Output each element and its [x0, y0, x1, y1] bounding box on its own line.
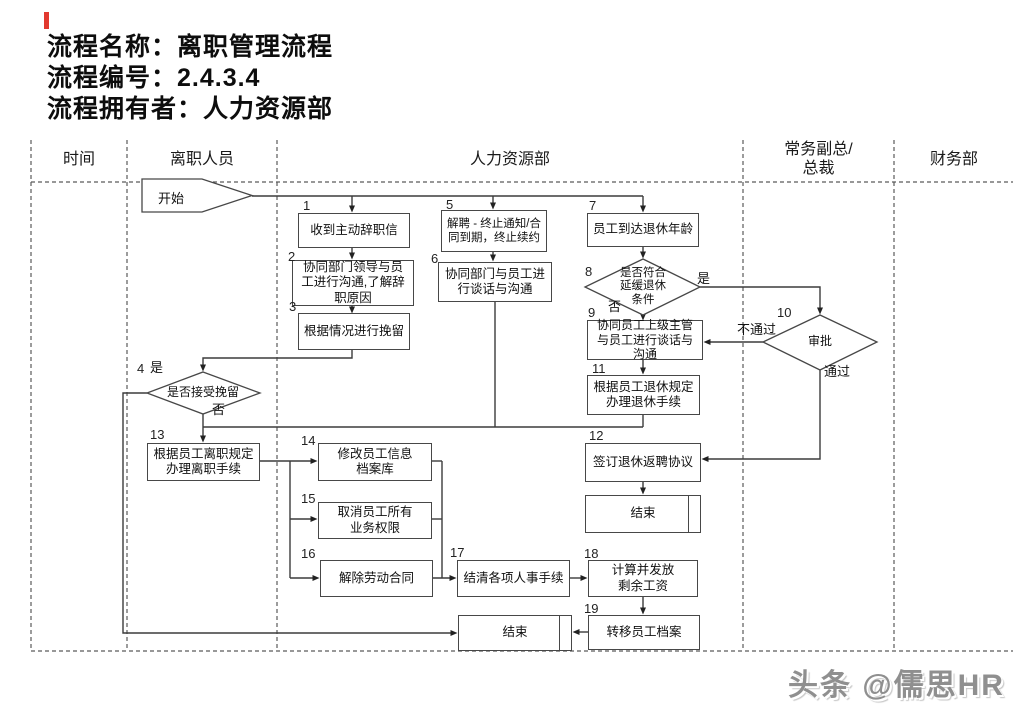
step-number-9: 9	[588, 305, 596, 320]
process-name-line: 流程名称：离职管理流程	[47, 33, 334, 61]
end-node-lower: 结束	[458, 615, 572, 651]
step-number-5: 5	[446, 197, 454, 212]
step-number-10: 10	[777, 305, 792, 320]
flow-node-14: 修改员工信息档案库	[318, 443, 432, 481]
edge-label-d10-pass: 通过	[824, 364, 851, 379]
flow-connectors	[122, 195, 823, 636]
lane-header-leaver: 离职人员	[169, 151, 234, 168]
red-accent-mark	[44, 12, 49, 29]
end-node-lower-bar	[559, 616, 560, 650]
lane-header-vp-line1: 常务副总/	[784, 141, 853, 158]
flow-node-17: 结清各项人事手续	[457, 560, 570, 597]
flow-node-2: 协同部门领导与员工进行沟通,了解辞职原因	[292, 260, 414, 306]
lane-header-time: 时间	[62, 151, 95, 168]
flow-node-18-label: 计算并发放剩余工资	[611, 563, 675, 593]
step-number-15: 15	[301, 491, 316, 506]
process-code-line: 流程编号：2.4.3.4	[47, 64, 261, 92]
step-number-18: 18	[584, 546, 599, 561]
step-number-16: 16	[301, 546, 316, 561]
start-node-label: 开始	[158, 191, 185, 206]
edge-label-d10-fail: 不通过	[737, 322, 777, 337]
decision-8-shape	[583, 258, 702, 316]
step-number-14: 14	[301, 433, 316, 448]
step-number-1: 1	[303, 198, 311, 213]
decision-4-shape	[145, 371, 262, 415]
flow-node-13: 根据员工离职规定办理离职手续	[147, 443, 260, 481]
flow-node-15: 取消员工所有业务权限	[318, 502, 432, 539]
decision-10-label: 审批	[807, 334, 832, 349]
watermark: 头条 @儒思HR	[788, 669, 1005, 702]
decision-4-label: 是否接受挽留	[166, 385, 239, 400]
start-shape	[141, 178, 255, 213]
step-number-12: 12	[589, 428, 604, 443]
step-number-11: 11	[592, 361, 606, 376]
flow-node-11: 根据员工退休规定办理退休手续	[587, 375, 700, 415]
lane-header-hr: 人力资源部	[469, 151, 550, 168]
flow-node-6: 协同部门与员工进行谈话与沟通	[438, 262, 552, 302]
decision-8-label: 是否符合延缓退休条件	[620, 267, 666, 306]
flow-node-1: 收到主动辞职信	[298, 213, 410, 248]
end-node-upper: 结束	[585, 495, 701, 533]
end-node-upper-bar	[688, 496, 689, 532]
end-node-upper-label: 结束	[630, 506, 656, 521]
process-owner-line: 流程拥有者：人力资源部	[47, 95, 334, 123]
decision-10-shape	[761, 314, 879, 371]
step-number-17: 17	[450, 545, 465, 560]
flow-node-7: 员工到达退休年龄	[587, 213, 699, 247]
flow-node-19: 转移员工档案	[588, 615, 700, 650]
flow-node-12: 签订退休返聘协议	[585, 443, 701, 482]
flow-node-14-label: 修改员工信息档案库	[337, 446, 413, 476]
flow-node-5: 解聘 - 终止通知/合同到期，终止续约	[441, 210, 547, 252]
flow-node-3: 根据情况进行挽留	[298, 313, 410, 350]
step-number-3: 3	[289, 299, 297, 314]
step-number-8: 8	[585, 264, 593, 279]
flow-node-9: 协同员工上级主管与员工进行谈话与沟通	[587, 318, 703, 361]
lane-header-vp-line2: 总裁	[802, 160, 835, 177]
step-number-13: 13	[150, 427, 165, 442]
flow-node-18: 计算并发放剩余工资	[588, 560, 698, 597]
step-number-2: 2	[288, 249, 296, 264]
step-number-19: 19	[584, 601, 599, 616]
flow-node-16: 解除劳动合同	[320, 560, 433, 597]
flow-node-15-label: 取消员工所有业务权限	[337, 505, 413, 535]
end-node-lower-label: 结束	[502, 625, 528, 640]
step-number-6: 6	[431, 251, 439, 266]
step-number-4: 4	[137, 361, 145, 376]
edge-label-d8-yes: 是	[697, 271, 711, 286]
step-number-7: 7	[589, 198, 597, 213]
edge-label-d8-no: 否	[608, 299, 622, 314]
edge-label-d4-no: 否	[212, 402, 226, 417]
lane-header-vp: 常务副总/总裁	[743, 140, 894, 178]
edge-label-d4-yes: 是	[150, 360, 164, 375]
lane-header-finance: 财务部	[929, 151, 978, 168]
